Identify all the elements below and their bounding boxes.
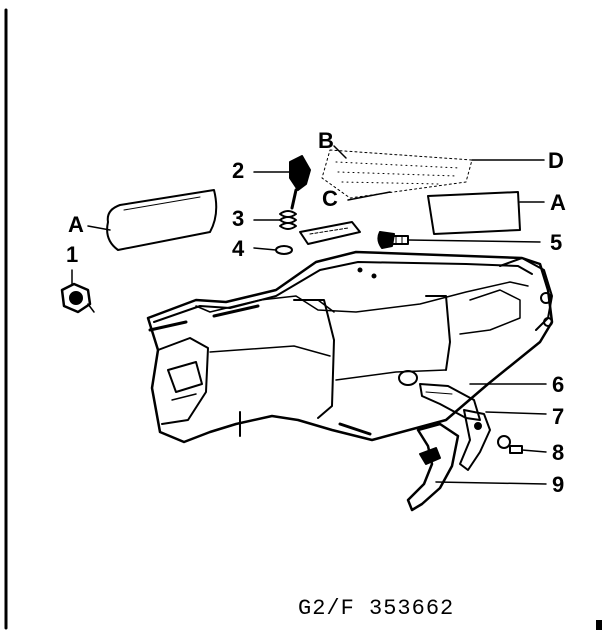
label-plate bbox=[300, 222, 360, 244]
callout-2: 2 bbox=[232, 158, 245, 183]
part-1-hex-nut bbox=[62, 284, 94, 312]
diagram-caption: G2/F 353662 bbox=[298, 596, 455, 621]
callout-b: B bbox=[318, 128, 334, 153]
callout-c: C bbox=[322, 186, 338, 211]
part-9-trigger bbox=[408, 424, 458, 510]
leader-7 bbox=[486, 412, 546, 414]
part-8-screw bbox=[498, 436, 522, 453]
corner-mark bbox=[596, 620, 602, 630]
callout-1: 1 bbox=[66, 242, 79, 267]
leader-c bbox=[348, 192, 390, 200]
decal-a-right bbox=[428, 192, 520, 234]
leader-9 bbox=[436, 482, 546, 484]
callout-d: D bbox=[548, 148, 564, 173]
leader-8 bbox=[522, 450, 546, 452]
callout-6: 6 bbox=[552, 372, 565, 397]
callout-a-right: A bbox=[550, 190, 566, 215]
callout-9: 9 bbox=[552, 472, 565, 497]
part-3-spring bbox=[280, 211, 296, 229]
callout-a-left: A bbox=[68, 212, 84, 237]
callout-5: 5 bbox=[550, 230, 563, 255]
callout-3: 3 bbox=[232, 206, 245, 231]
callout-8: 8 bbox=[552, 440, 565, 465]
main-housing bbox=[148, 252, 552, 442]
leader-a-left bbox=[88, 226, 110, 230]
decal-a-left bbox=[107, 190, 216, 250]
part-4-washer bbox=[276, 246, 292, 254]
callout-4: 4 bbox=[232, 236, 245, 261]
leader-5 bbox=[408, 240, 540, 242]
part-2-knob bbox=[290, 156, 310, 208]
leader-b bbox=[334, 146, 346, 158]
part-7-lever bbox=[460, 410, 490, 470]
part-5-screw bbox=[378, 232, 408, 248]
decal-bd-strip bbox=[322, 150, 472, 198]
part-6-pivot bbox=[420, 384, 480, 420]
leader-4 bbox=[254, 248, 276, 250]
callout-7: 7 bbox=[552, 404, 565, 429]
